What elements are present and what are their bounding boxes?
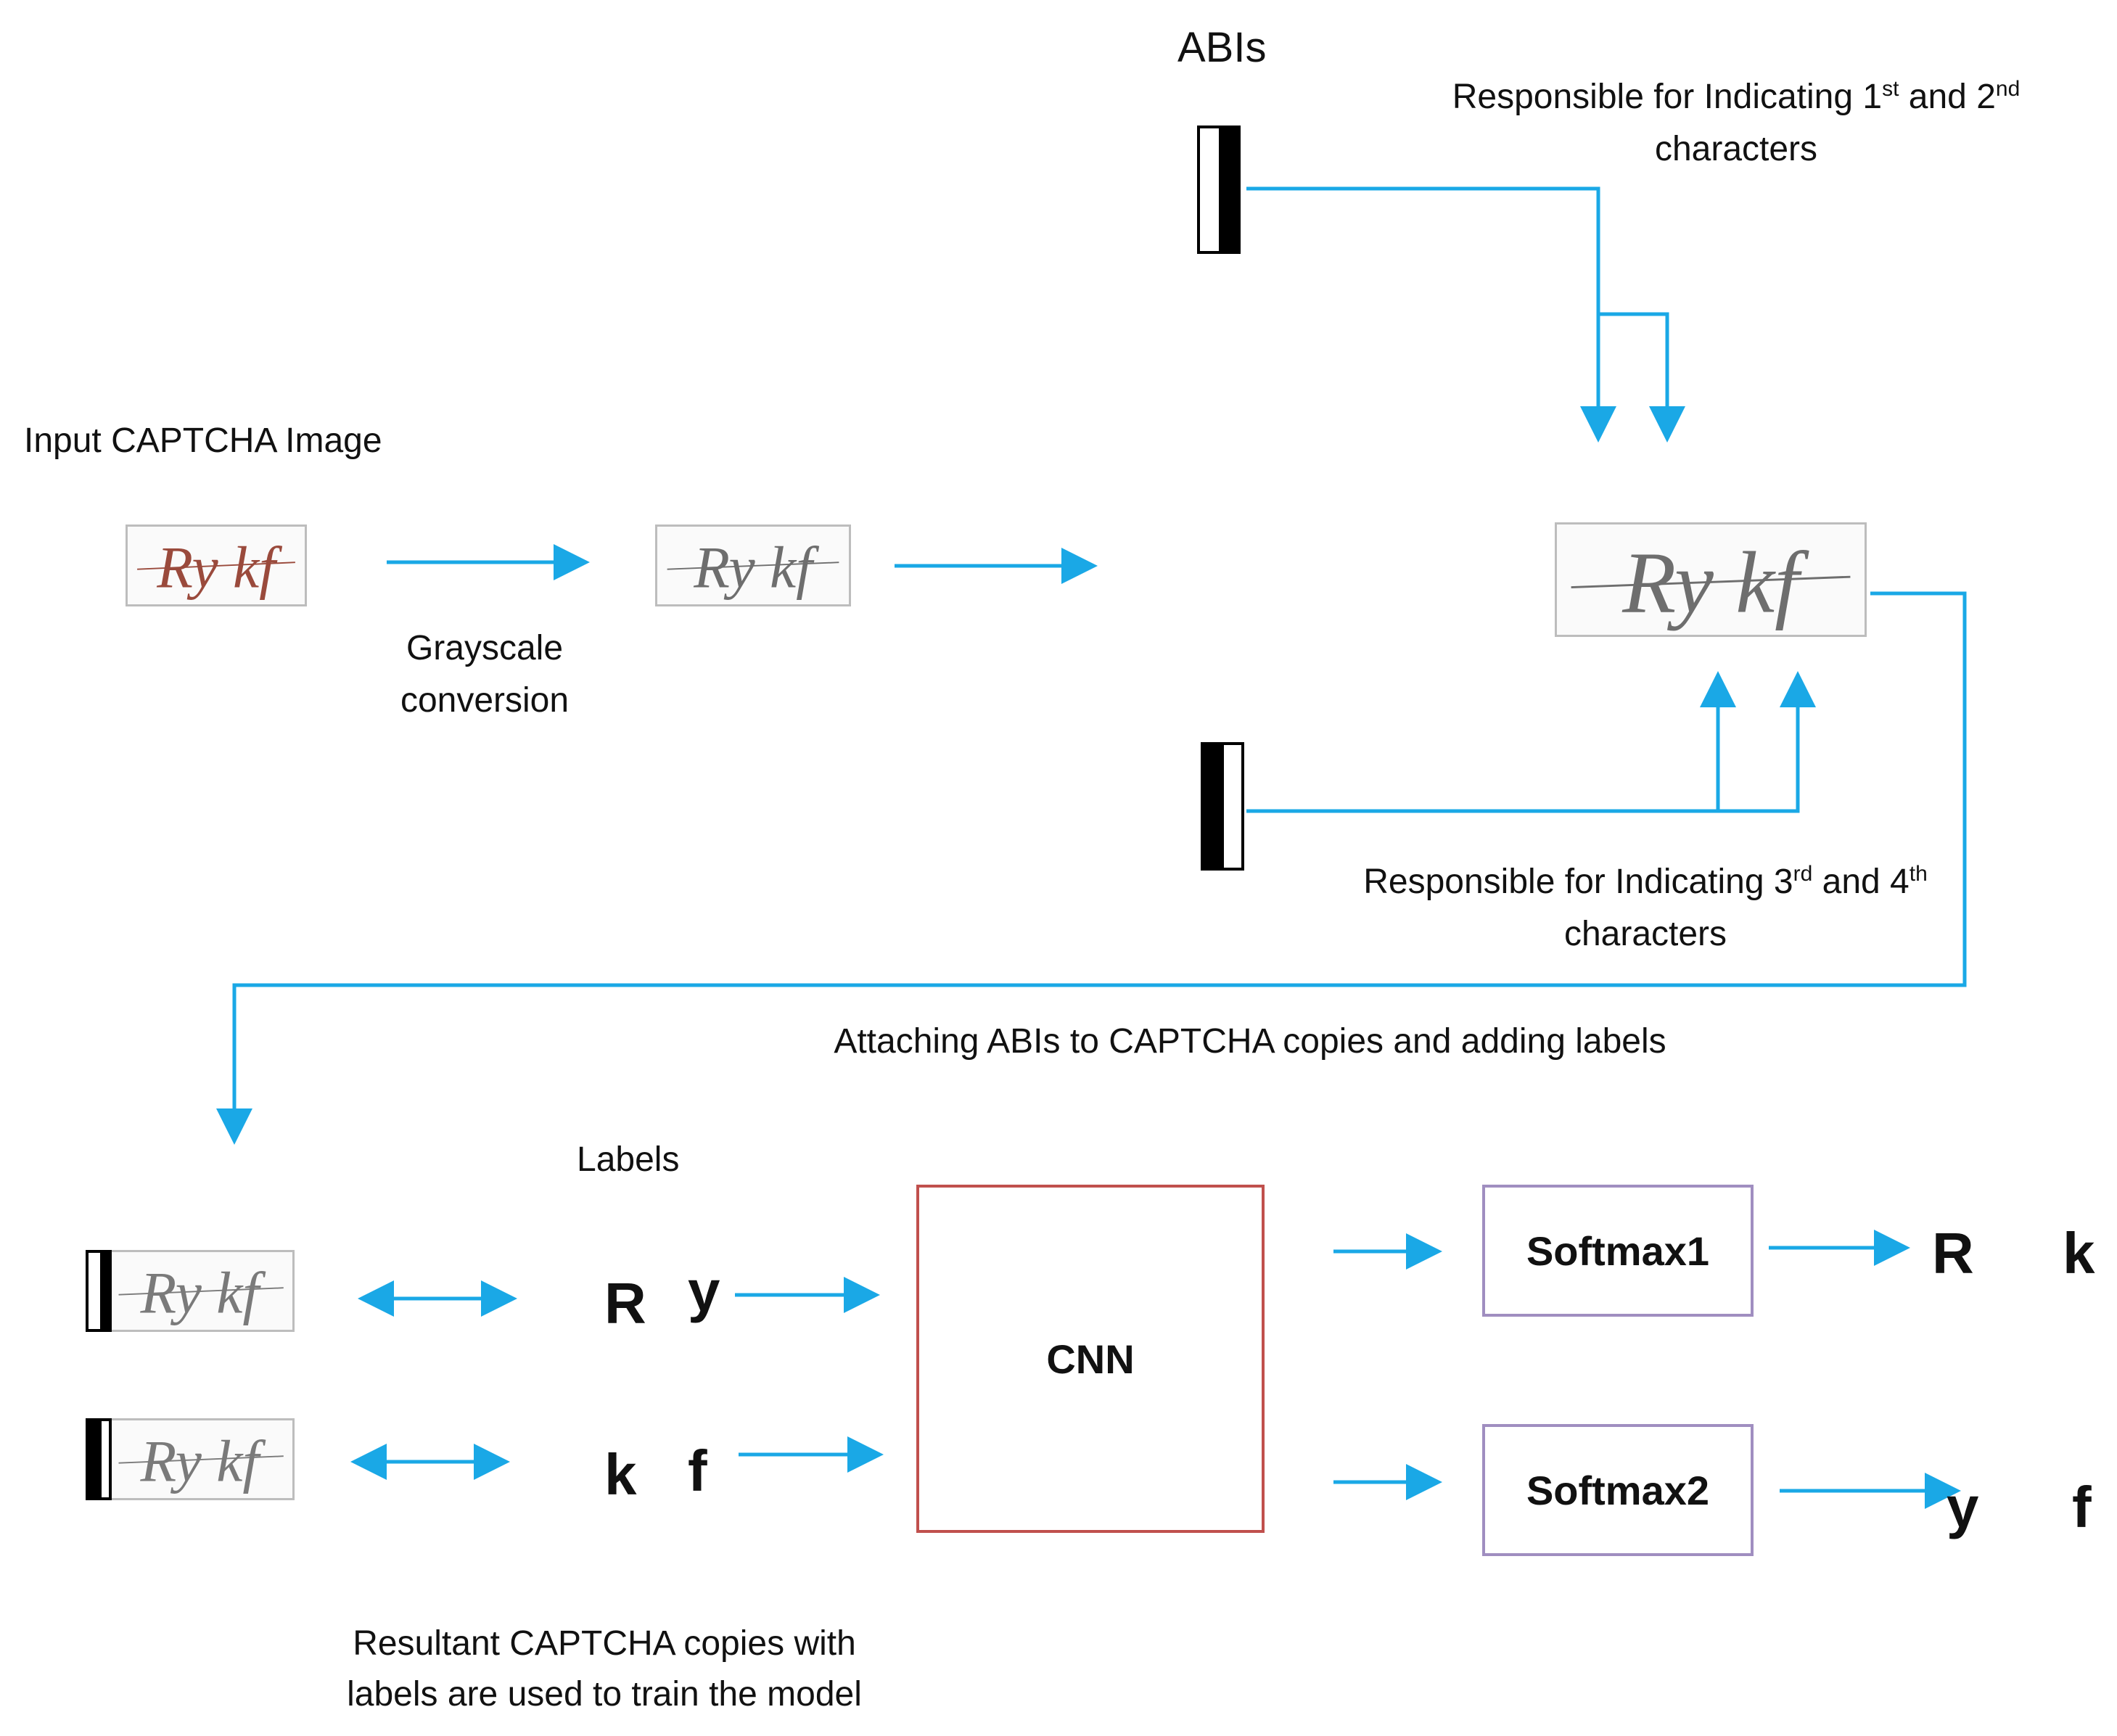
captcha-copy1-svg: Ry kf <box>118 1259 284 1325</box>
attaching-caption: Attaching ABIs to CAPTCHA copies and add… <box>834 1022 1666 1061</box>
abi-top-note-line2: characters <box>1654 130 1818 168</box>
captcha-copy1: Ry kf <box>86 1250 295 1332</box>
cnn-label: CNN <box>1046 1336 1135 1382</box>
abi-top-bar <box>1197 126 1241 254</box>
abi-bottom-note: Responsible for Indicating 3rd and 4th <box>1265 856 2026 908</box>
wire-abi-bottom <box>1246 671 1816 813</box>
abi-bottom-note-line2: characters <box>1563 915 1727 953</box>
abi-top-note-sup2: nd <box>1995 77 2021 101</box>
grayscale-label-line1: Grayscale <box>406 629 564 667</box>
input-captcha-svg: Ry kf <box>137 534 295 600</box>
abi-top-note-mid: and 2 <box>1899 78 1996 116</box>
output-softmax2-first: y <box>1947 1475 1979 1539</box>
captcha-copy2: Ry kf <box>86 1418 295 1500</box>
grayscale-captcha-image: Ry kf <box>655 524 851 606</box>
resultant-caption-line2: labels are used to train the model <box>347 1675 862 1714</box>
softmax1-box: Softmax1 <box>1482 1185 1754 1317</box>
abi-bottom-note-sup1: rd <box>1793 862 1813 886</box>
abi-bottom-note-sup2: th <box>1909 862 1928 886</box>
abis-title: ABIs <box>1177 24 1267 71</box>
abi-bottom-bar <box>1201 742 1244 871</box>
train-label-copy1-first: R <box>604 1271 646 1336</box>
wire-abi-top <box>1246 186 1616 443</box>
abi-stage-captcha-svg: Ry kf <box>1571 534 1851 631</box>
abi-copy1-bar <box>86 1250 112 1332</box>
input-captcha-image: Ry kf <box>126 524 307 606</box>
abi-top-note: Responsible for Indicating 1st and 2nd <box>1366 71 2106 123</box>
train-label-copy2-first: k <box>604 1442 637 1507</box>
grayscale-label-line2: conversion <box>400 681 570 720</box>
abi-bottom-note-prefix: Responsible for Indicating 3 <box>1363 863 1793 901</box>
train-label-copy2-second: f <box>688 1439 707 1503</box>
output-softmax1-first: R <box>1932 1221 1974 1285</box>
softmax1-label: Softmax1 <box>1526 1227 1710 1274</box>
wire-loop-back <box>216 591 1967 1145</box>
input-title: Input CAPTCHA Image <box>24 421 382 460</box>
output-softmax2-second: f <box>2072 1475 2092 1539</box>
abi-bottom-note-mid: and 4 <box>1812 863 1910 901</box>
abi-copy2-bar <box>86 1418 112 1500</box>
abi-top-note-sup1: st <box>1882 77 1899 101</box>
output-softmax1-second: k <box>2063 1221 2095 1285</box>
captcha-copy2-svg: Ry kf <box>118 1428 284 1494</box>
abi-stage-captcha-image: Ry kf <box>1555 522 1867 637</box>
softmax2-box: Softmax2 <box>1482 1424 1754 1556</box>
abi-top-note-prefix: Responsible for Indicating 1 <box>1452 78 1883 116</box>
wire-abi-top-branch <box>1598 312 1685 443</box>
labels-title: Labels <box>577 1140 680 1179</box>
resultant-caption-line1: Resultant CAPTCHA copies with <box>353 1624 856 1663</box>
softmax2-label: Softmax2 <box>1526 1467 1710 1513</box>
train-label-copy1-second: y <box>688 1259 720 1323</box>
cnn-box: CNN <box>916 1185 1265 1533</box>
grayscale-captcha-svg: Ry kf <box>667 534 839 600</box>
